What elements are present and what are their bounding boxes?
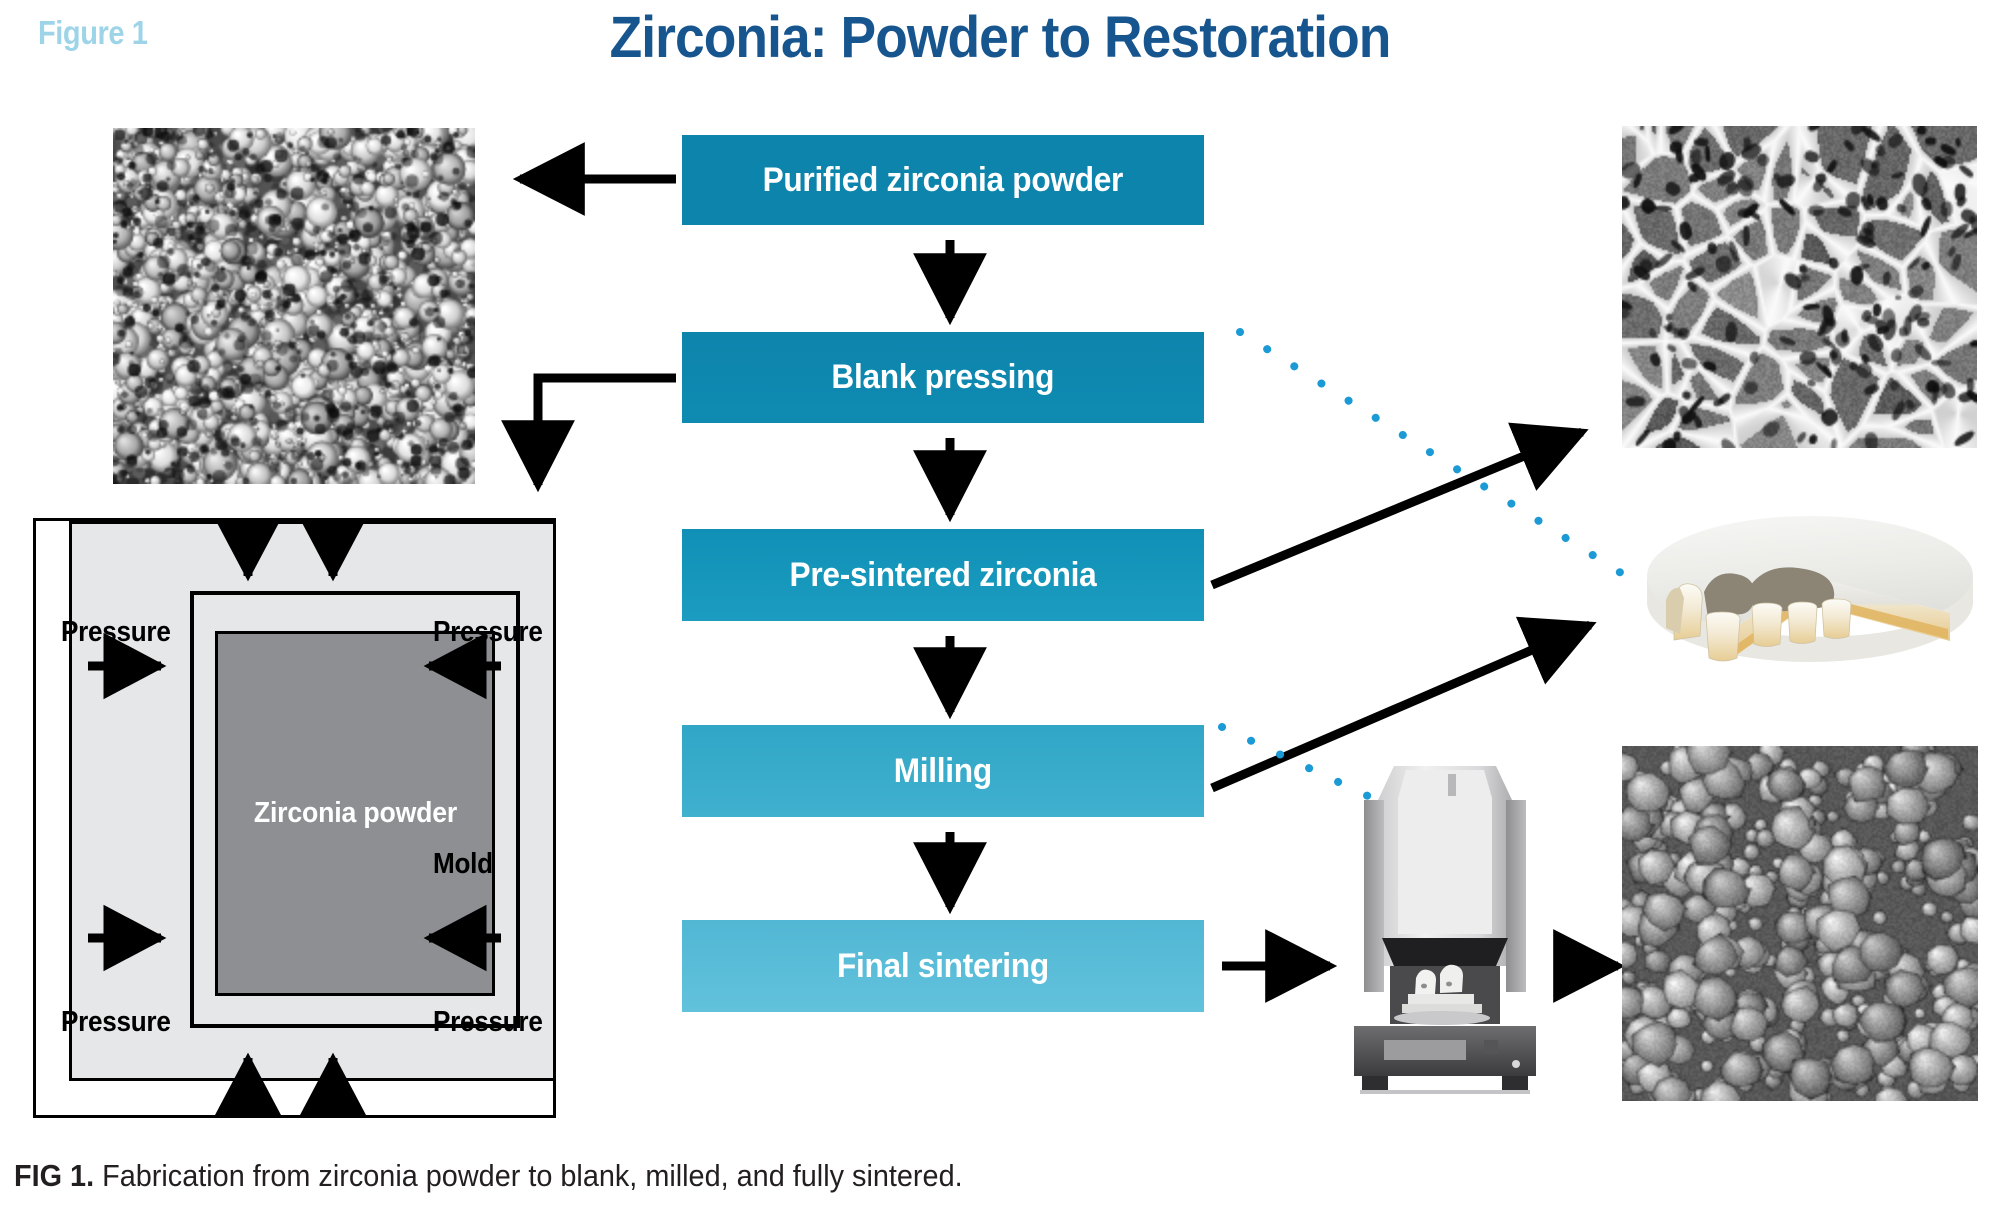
mold-label: Mold xyxy=(433,848,493,880)
furnace-knob xyxy=(1484,1040,1498,1054)
arrow-to-presintered-sem xyxy=(1210,422,1589,590)
caption-text: Fabrication from zirconia powder to blan… xyxy=(94,1158,963,1193)
sintered-sem-image xyxy=(1622,746,1978,1101)
flow-step-purified-powder[interactable]: Purified zirconia powder xyxy=(682,135,1204,225)
furnace-hood-inner xyxy=(1398,770,1492,934)
milled-disc-image xyxy=(1630,508,1980,688)
flow-step-label: Milling xyxy=(893,751,993,790)
arrow-to-mold-diagram xyxy=(501,373,676,493)
flow-step-label: Pre-sintered zirconia xyxy=(789,555,1097,594)
sintered-crowns xyxy=(1402,964,1482,1013)
flow-step-label: Final sintering xyxy=(837,946,1049,985)
powder-sem-image xyxy=(113,128,475,484)
page-title: Zirconia: Powder to Restoration xyxy=(609,5,1392,70)
dotted-pressing-to-disc xyxy=(1236,328,1644,589)
flow-step-milling[interactable]: Milling xyxy=(682,725,1204,817)
flow-step-blank-pressing[interactable]: Blank pressing xyxy=(682,332,1204,423)
furnace-hood-detail xyxy=(1448,774,1456,796)
pressure-label-bottom-right: Pressure xyxy=(433,1006,543,1038)
mold-diagram: Zirconia powder Pressure Pressure Pressu… xyxy=(33,518,556,1118)
furnace-left-pillar xyxy=(1364,800,1384,992)
figure-caption: FIG 1. Fabrication from zirconia powder … xyxy=(14,1158,963,1194)
flow-step-label: Blank pressing xyxy=(831,358,1055,396)
pressure-arrow-layer xyxy=(88,518,501,1116)
caption-prefix: FIG 1. xyxy=(14,1158,95,1193)
furnace-chamber-shelf xyxy=(1382,938,1508,966)
pressure-label-bottom-left: Pressure xyxy=(61,1006,171,1038)
presintered-sem-image xyxy=(1622,126,1977,448)
flow-step-label: Purified zirconia powder xyxy=(762,160,1124,199)
zirconia-powder-label: Zirconia powder xyxy=(253,797,457,829)
furnace-tray xyxy=(1394,1011,1490,1025)
furnace-power-led xyxy=(1512,1060,1520,1068)
furnace-shadow xyxy=(1360,1090,1530,1094)
flow-step-final-sintering[interactable]: Final sintering xyxy=(682,920,1204,1012)
furnace-foot-left xyxy=(1362,1076,1388,1090)
figure-number-label: Figure 1 xyxy=(38,14,148,51)
furnace-foot-right xyxy=(1502,1076,1528,1090)
furnace-right-pillar xyxy=(1506,800,1526,992)
furnace-display xyxy=(1384,1040,1466,1060)
flow-step-pre-sintered[interactable]: Pre-sintered zirconia xyxy=(682,529,1204,621)
milled-bridge xyxy=(1666,567,1852,662)
sintering-furnace-image xyxy=(1336,752,1554,1100)
